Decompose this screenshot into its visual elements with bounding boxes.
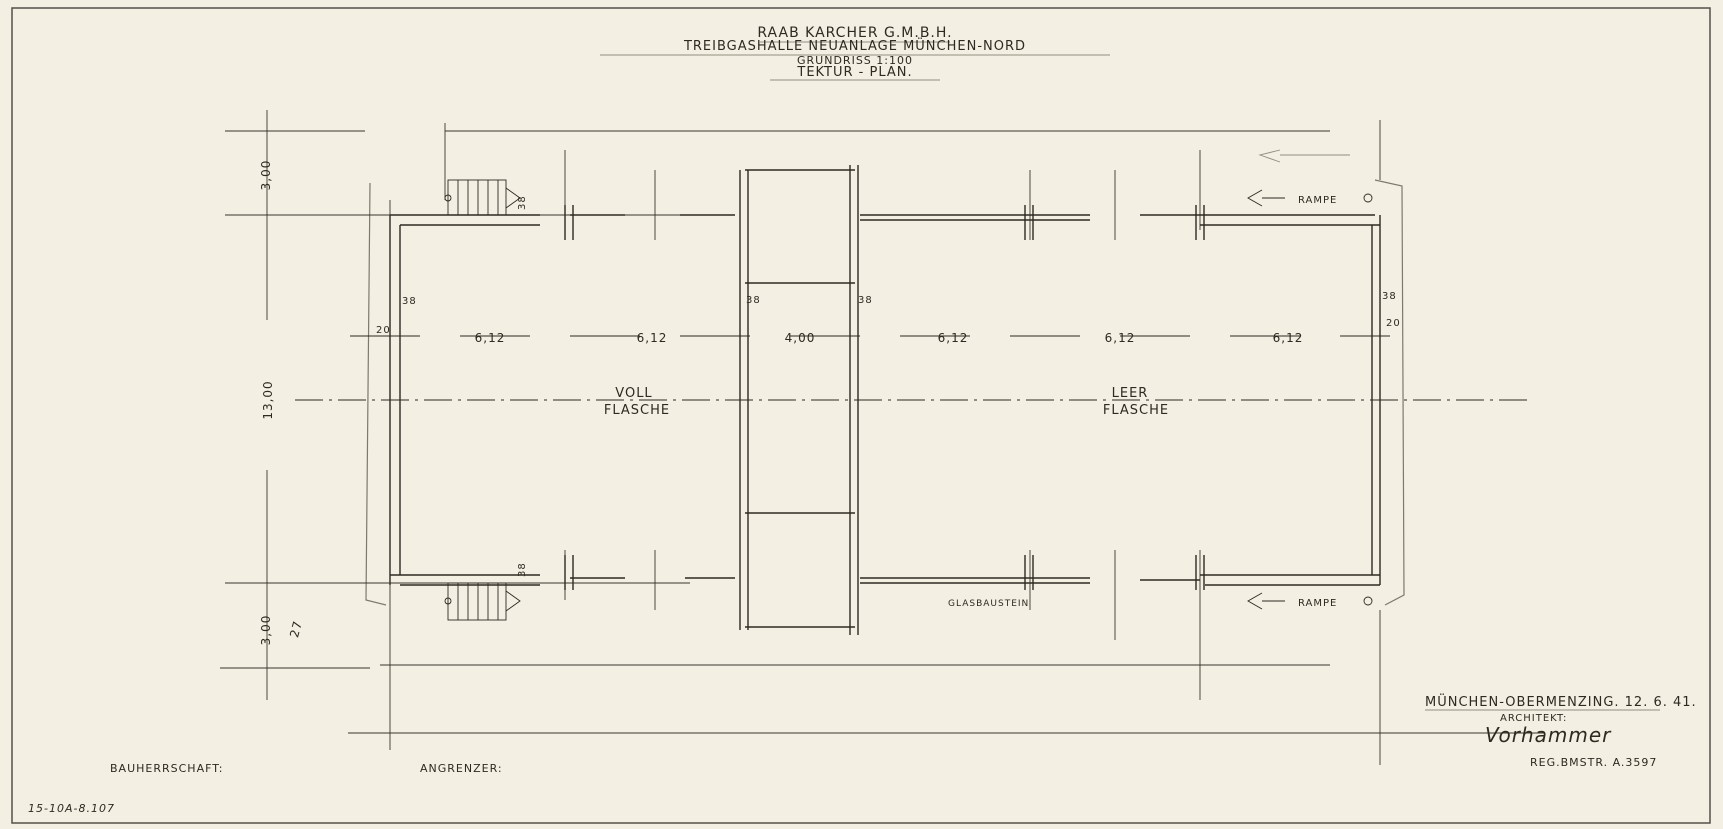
dim-total-depth: 13,00: [261, 380, 275, 419]
dim-wall-38-left-bottom: 38: [517, 562, 528, 577]
dim-wall-38-mid-b: 38: [858, 295, 873, 306]
dim-bay-6: 6,12: [1273, 331, 1304, 345]
footer-block: MÜNCHEN-OBERMENZING. 12. 6. 41. ARCHITEK…: [28, 693, 1697, 815]
architect-signature: Vorhammer: [1485, 723, 1612, 747]
dimension-labels: 3,00 13,00 3,00 27 6,12 6,12 4,00 6,12 6…: [259, 160, 1401, 646]
room-labels: VOLL FLASCHE LEER FLASCHE: [604, 386, 1169, 418]
neighbour-label: ANGRENZER:: [420, 762, 503, 775]
dim-wall-38-left: 38: [402, 296, 417, 307]
dim-top-offset: 3,00: [259, 160, 273, 191]
sheet-border: [11, 7, 1711, 824]
room-empty-label-1: LEER: [1112, 386, 1149, 401]
archive-number: 15-10A-8.107: [28, 802, 115, 815]
ramp-bottom-label: RAMPE: [1298, 598, 1337, 609]
title-plan-type: TEKTUR - PLAN.: [796, 65, 912, 80]
dim-bottom-extra: 27: [287, 619, 305, 639]
dim-bay-1: 6,12: [475, 331, 506, 345]
dim-bay-2: 6,12: [637, 331, 668, 345]
stairs-top: [444, 179, 521, 216]
client-label: BAUHERRSCHAFT:: [110, 762, 223, 775]
dim-bay-5: 6,12: [1105, 331, 1136, 345]
dim-wall-38-right: 38: [1382, 291, 1397, 302]
ramp-bottom-arrow: [1247, 592, 1373, 610]
title-project: TREIBGASHALLE NEUANLAGE MÜNCHEN-NORD: [683, 37, 1026, 54]
title-company: RAAB KARCHER G.M.B.H.: [757, 25, 952, 41]
stairs-bottom: [444, 582, 521, 621]
registration: REG.BMSTR. A.3597: [1530, 756, 1657, 769]
room-empty-label-2: FLASCHE: [1103, 403, 1169, 418]
dim-bottom-offset: 3,00: [259, 615, 273, 646]
annotations: RAMPE RAMPE GLASBAUSTEIN: [948, 195, 1337, 609]
grid-lines: [220, 110, 1545, 765]
ramp-top-arrow: [1247, 149, 1373, 207]
glass-block-label: GLASBAUSTEIN: [948, 599, 1029, 609]
room-full-label-2: FLASCHE: [604, 403, 670, 418]
dim-wall-38-mid-a: 38: [746, 295, 761, 306]
dim-bay-4: 6,12: [938, 331, 969, 345]
dim-wall-38-left-top: 38: [517, 195, 528, 210]
ramp-top-label: RAMPE: [1298, 195, 1337, 206]
architect-label: ARCHITEKT:: [1500, 713, 1567, 724]
room-full-label-1: VOLL: [615, 386, 652, 401]
place-date: MÜNCHEN-OBERMENZING. 12. 6. 41.: [1425, 693, 1697, 710]
title-block: RAAB KARCHER G.M.B.H. TREIBGASHALLE NEUA…: [600, 25, 1110, 81]
title-scale: GRUNDRISS 1:100: [797, 54, 913, 67]
dim-bay-3: 4,00: [785, 331, 816, 345]
dim-wall-20-left: 20: [376, 325, 391, 336]
dim-wall-20-right: 20: [1386, 318, 1401, 329]
